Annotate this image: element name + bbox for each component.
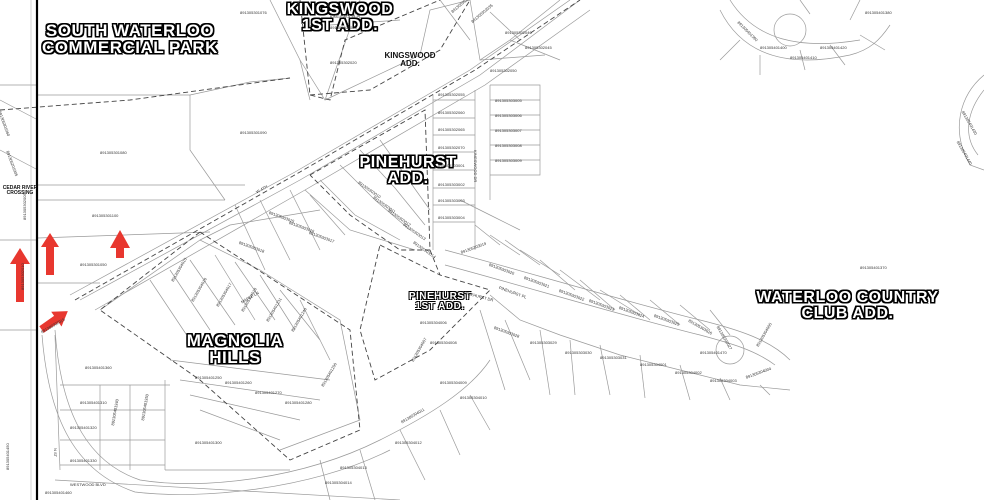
parcel-id: 891305304001 <box>640 362 667 367</box>
parcel-id: 891305302020 <box>330 60 357 65</box>
parcel-id: 891305304014 <box>325 480 352 485</box>
parcel-id: 891305303003 <box>438 198 465 203</box>
parcel-id: 891305301100 <box>92 213 119 218</box>
parcel-id: 891305302005 <box>22 193 27 220</box>
subdivision-label-south-waterloo: SOUTH WATERLOO COMMERCIAL PARK <box>42 21 218 57</box>
parcel-id: 891305401310 <box>80 400 107 405</box>
parcel-id: 891305401260 <box>225 380 252 385</box>
parcel-id: 891305303001 <box>438 163 465 168</box>
street-label: N ST <box>53 448 58 458</box>
parcel-id: 891305303006 <box>495 113 522 118</box>
parcel-id: 891305303030 <box>565 350 592 355</box>
parcel-id: 891305302060 <box>438 110 465 115</box>
parcel-id: 891305303007 <box>495 128 522 133</box>
parcel-id: 891305304010 <box>460 395 487 400</box>
parcel-id: 891305303008 <box>495 143 522 148</box>
street-label: KINGSWOOD DR <box>473 150 478 183</box>
street-label: KINGSWOOD PL <box>330 14 362 19</box>
subdivision-label-pinehurst-1st: PINEHURST 1ST ADD. <box>408 291 472 312</box>
red-arrows <box>10 230 130 333</box>
subdivision-label-kingswood: KINGSWOOD ADD. <box>384 51 436 69</box>
parcel-id: 891305302070 <box>438 145 465 150</box>
parcel-id: 891305401320 <box>70 425 97 430</box>
parcel-id: 891305401250 <box>195 375 222 380</box>
parcel-id: 891305401450 <box>5 443 10 470</box>
parcel-id: 891305302050 <box>490 68 517 73</box>
subdivision-label-magnolia-hills: MAGNOLIA HILLS <box>186 331 284 367</box>
parcel-id: 891305303002 <box>438 182 465 187</box>
subdivision-label-waterloo-country-club: WATERLOO COUNTRY CLUB ADD. <box>756 289 939 322</box>
parcel-id: 891305302025 <box>330 25 357 30</box>
parcel-id: 891305304009 <box>440 380 467 385</box>
parcel-id: 891305304013 <box>340 465 367 470</box>
parcel-id: 891305303031 <box>600 355 627 360</box>
parcel-id: 891305401330 <box>70 458 97 463</box>
parcel-id: 891305401460 <box>45 490 72 495</box>
parcel-id: 891305304012 <box>395 440 422 445</box>
parcel-id: 891305303004 <box>438 215 465 220</box>
parcel-id: 891305401270 <box>255 390 282 395</box>
subdivision-label-kingswood-1st: KINGSWOOD 1ST ADD. <box>286 1 394 34</box>
parcel-id: 891305303005 <box>495 98 522 103</box>
parcel-id: 891305302065 <box>438 127 465 132</box>
parcel-id: 891305301090 <box>240 130 267 135</box>
parcel-id: 891305301076 <box>240 10 267 15</box>
parcel-id: 891305303029 <box>530 340 557 345</box>
parcel-id: 891305303009 <box>495 158 522 163</box>
parcel-id: 891305301050 <box>80 262 107 267</box>
street-label: WESTWOOD BLVD <box>70 482 106 487</box>
parcel-id: 891305302040 <box>505 30 532 35</box>
parcel-id: 891305401280 <box>285 400 312 405</box>
parcel-id: 891305401380 <box>865 10 892 15</box>
parcel-id: 891305304003 <box>710 378 737 383</box>
parcel-id: 891305401360 <box>85 365 112 370</box>
parcel-id: 891305401370 <box>860 265 887 270</box>
parcel-id: 891305401420 <box>820 45 847 50</box>
parcel-id: 891305304008 <box>430 340 457 345</box>
parcel-id: 891305302045 <box>525 45 552 50</box>
parcel-id: 891305302010 <box>20 263 25 290</box>
crossing-label: CEDAR RIVER CROSSING <box>2 185 38 197</box>
parcel-id: 891305401410 <box>790 55 817 60</box>
parcel-id: 891305304006 <box>420 320 447 325</box>
parcel-id: 891305401300 <box>195 440 222 445</box>
subdivision-label-pinehurst: PINEHURST ADD. <box>359 154 457 187</box>
parcel-id: 891305304002 <box>675 370 702 375</box>
parcel-id: 891305302055 <box>438 92 465 97</box>
parcel-id: 891305401400 <box>760 45 787 50</box>
parcel-id: 891305401470 <box>700 350 727 355</box>
parcel-id: 891305301080 <box>100 150 127 155</box>
